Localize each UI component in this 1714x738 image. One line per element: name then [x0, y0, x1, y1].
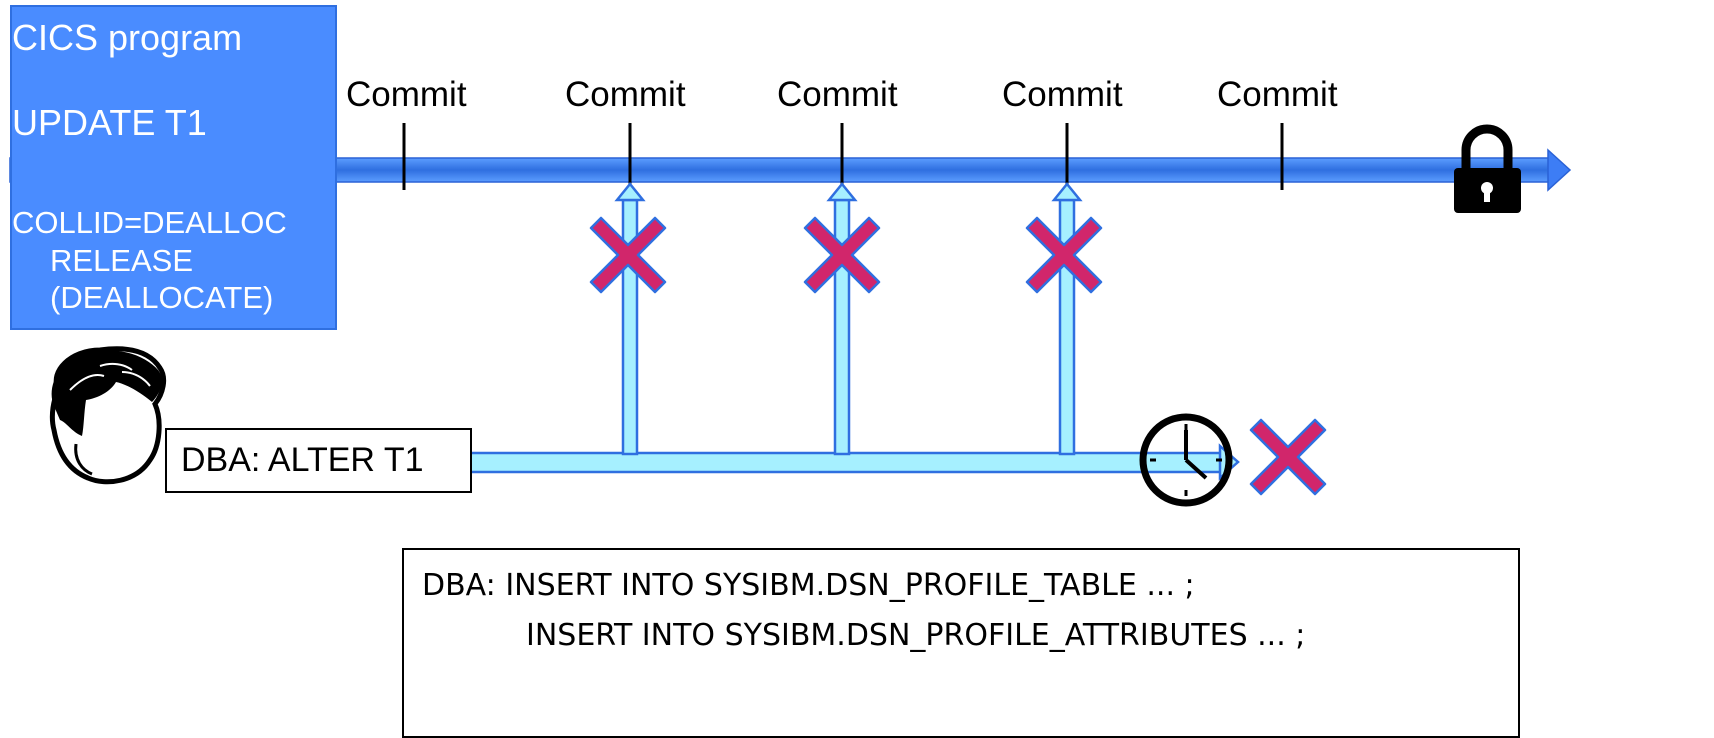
- program-option-collid: COLLID=DEALLOC: [12, 205, 287, 240]
- alter-statement-box: DBA: ALTER T1: [165, 428, 472, 493]
- program-option-release: RELEASE: [50, 243, 194, 278]
- insert-line-profile-attributes: INSERT INTO SYSIBM.DSN_PROFILE_ATTRIBUTE…: [526, 618, 1306, 653]
- program-statement: UPDATE T1: [12, 102, 207, 143]
- person-icon: [49, 346, 167, 485]
- clock-icon: [1139, 413, 1233, 507]
- request-up-arrow: [614, 182, 646, 456]
- lock-icon: [1454, 124, 1521, 213]
- request-up-arrow: [826, 182, 858, 456]
- insert-statement-box: DBA: INSERT INTO SYSIBM.DSN_PROFILE_TABL…: [402, 548, 1520, 738]
- program-title: CICS program: [12, 17, 243, 58]
- blocked-x-icon: [589, 216, 667, 294]
- commit-label: Commit: [565, 75, 686, 114]
- request-up-arrow: [1051, 182, 1083, 456]
- blocked-x-icon: [1025, 216, 1103, 294]
- commit-label: Commit: [777, 75, 898, 114]
- commit-label: Commit: [346, 75, 467, 114]
- insert-line-profile-table: DBA: INSERT INTO SYSIBM.DSN_PROFILE_TABL…: [422, 568, 1195, 603]
- blocked-x-icon: [803, 216, 881, 294]
- alter-request-arrow: [468, 443, 1240, 481]
- commit-label: Commit: [1217, 75, 1338, 114]
- blocked-x-icon: [1249, 418, 1327, 496]
- cics-program-box: CICS program UPDATE T1 COLLID=DEALLOC RE…: [10, 5, 337, 330]
- commit-label: Commit: [1002, 75, 1123, 114]
- program-option-deallocate: (DEALLOCATE): [50, 280, 274, 315]
